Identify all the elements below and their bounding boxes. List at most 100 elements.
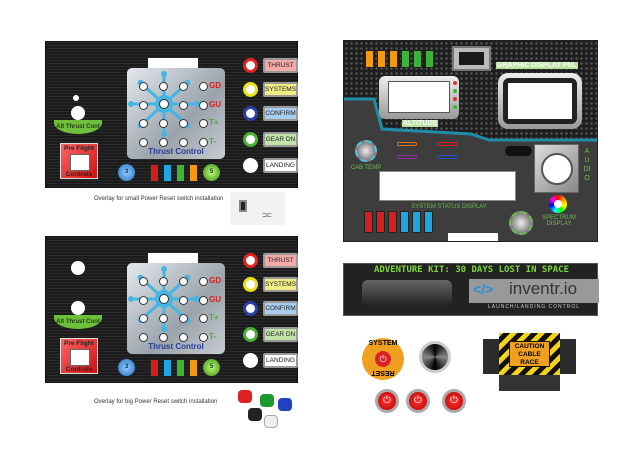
black-knob[interactable]	[419, 341, 451, 373]
thrust-button[interactable]	[139, 101, 148, 110]
rocker-switch[interactable]	[163, 164, 172, 182]
led-ring-thrust[interactable]	[243, 253, 258, 268]
audio-label: AUDIO	[583, 148, 591, 182]
top-rocker-switch[interactable]	[377, 50, 386, 68]
led-ring-gear-dn[interactable]	[243, 327, 258, 342]
thrust-button[interactable]	[199, 314, 208, 323]
rocker-switch[interactable]	[150, 164, 159, 182]
thrust-button[interactable]	[179, 119, 188, 128]
thrust-button[interactable]	[199, 119, 208, 128]
overlay-caption: Overlay for big Power Reset switch insta…	[94, 399, 218, 405]
button-label-confirm[interactable]: CONFIRM	[263, 106, 298, 121]
led-ring-systems[interactable]	[243, 277, 258, 292]
led-ring-landing[interactable]	[243, 353, 258, 368]
bottom-rocker-switch[interactable]	[424, 211, 433, 233]
green-dial[interactable]: 5	[203, 359, 220, 376]
power-icon: ⏻	[383, 395, 391, 406]
key-red[interactable]	[437, 142, 457, 146]
button-label-landing[interactable]: LANDING	[263, 353, 298, 368]
thrust-button[interactable]	[139, 138, 148, 147]
thrust-button[interactable]	[199, 296, 208, 305]
spectrum-knob[interactable]	[509, 211, 533, 235]
thrust-button[interactable]	[199, 277, 208, 286]
key-blue[interactable]	[437, 155, 457, 159]
thrust-button[interactable]	[199, 333, 208, 342]
blue-dial[interactable]: 3	[118, 359, 135, 376]
thrust-button[interactable]	[199, 138, 208, 147]
power-button-3[interactable]: ⏻	[442, 389, 466, 413]
keycaps-image	[238, 388, 293, 432]
thrust-button[interactable]	[139, 82, 148, 91]
led-ring-gear-dn[interactable]	[243, 132, 258, 147]
button-label-confirm[interactable]: CONFIRM	[263, 301, 298, 316]
button-label-systems[interactable]: SYSTEMS	[263, 277, 298, 292]
grid-label-0: GD	[209, 276, 221, 285]
bottom-rocker-switch[interactable]	[412, 211, 421, 233]
thrust-button[interactable]	[139, 296, 148, 305]
altitude-label: ALTITUDE	[402, 120, 439, 127]
reset-switch-hole	[71, 106, 85, 120]
key-purple[interactable]	[397, 155, 417, 159]
thrust-button[interactable]	[159, 82, 168, 91]
rocker-switch[interactable]	[189, 164, 198, 182]
thrust-button[interactable]	[139, 277, 148, 286]
bottom-rocker-switch[interactable]	[388, 211, 397, 233]
top-rocker-switch[interactable]	[389, 50, 398, 68]
thrust-button[interactable]	[179, 296, 188, 305]
adventure-kit-banner: ADVENTURE KIT: 30 DAYS LOST IN SPACE </>…	[343, 263, 599, 316]
thrust-button[interactable]	[159, 138, 168, 147]
button-label-systems[interactable]: SYSTEMS	[263, 82, 298, 97]
top-rocker-switch[interactable]	[365, 50, 374, 68]
power-button-2[interactable]: ⏻	[406, 389, 430, 413]
led-ring-thrust[interactable]	[243, 58, 258, 73]
thrust-button[interactable]	[179, 101, 188, 110]
top-rocker-switch[interactable]	[425, 50, 434, 68]
bottom-rocker-switch[interactable]	[400, 211, 409, 233]
thrust-button[interactable]	[179, 277, 188, 286]
key-orange[interactable]	[397, 142, 417, 146]
system-reset-button[interactable]: SYSTEM ⏻ RESET	[362, 338, 404, 380]
blue-dial[interactable]: 3	[118, 164, 135, 181]
led-ring-confirm[interactable]	[243, 106, 258, 121]
cab-temp-knob[interactable]	[355, 140, 377, 162]
button-label-gear-dn[interactable]: GEAR DN	[263, 327, 298, 342]
overlay-caption: Overlay for small Power Reset switch ins…	[94, 196, 224, 202]
thrust-button[interactable]	[139, 314, 148, 323]
thrust-button[interactable]	[199, 101, 208, 110]
power-button-1[interactable]: ⏻	[375, 389, 399, 413]
thrust-button[interactable]	[179, 82, 188, 91]
thrust-button[interactable]	[159, 314, 168, 323]
rocker-switch[interactable]	[150, 359, 159, 377]
thrust-button[interactable]	[179, 314, 188, 323]
thrust-button[interactable]	[179, 138, 188, 147]
led-ring-systems[interactable]	[243, 82, 258, 97]
power-icon: ⏻	[375, 351, 391, 367]
rocker-switch[interactable]	[163, 359, 172, 377]
led-ring-landing[interactable]	[243, 158, 258, 173]
thrust-button[interactable]	[139, 333, 148, 342]
rocker-switch[interactable]	[189, 359, 198, 377]
thrust-button[interactable]	[139, 119, 148, 128]
top-rocker-switch[interactable]	[413, 50, 422, 68]
bottom-rocker-switch[interactable]	[364, 211, 373, 233]
rocker-switch[interactable]	[176, 164, 185, 182]
thrust-button[interactable]	[199, 82, 208, 91]
button-label-landing[interactable]: LANDING	[263, 158, 298, 173]
button-label-thrust[interactable]: THRUST	[263, 58, 298, 73]
bottom-rocker-switch[interactable]	[376, 211, 385, 233]
green-dial[interactable]: 5	[203, 164, 220, 181]
toggle-switch[interactable]	[505, 146, 532, 156]
thrust-button[interactable]	[159, 277, 168, 286]
thrust-button[interactable]	[159, 333, 168, 342]
power-switch[interactable]	[452, 46, 491, 71]
thrust-button[interactable]	[159, 119, 168, 128]
rocker-switch[interactable]	[176, 359, 185, 377]
led-ring-confirm[interactable]	[243, 301, 258, 316]
button-label-gear-dn[interactable]: GEAR DN	[263, 132, 298, 147]
button-label-thrust[interactable]: THRUST	[263, 253, 298, 268]
top-rocker-switch[interactable]	[401, 50, 410, 68]
thrust-button[interactable]	[179, 333, 188, 342]
